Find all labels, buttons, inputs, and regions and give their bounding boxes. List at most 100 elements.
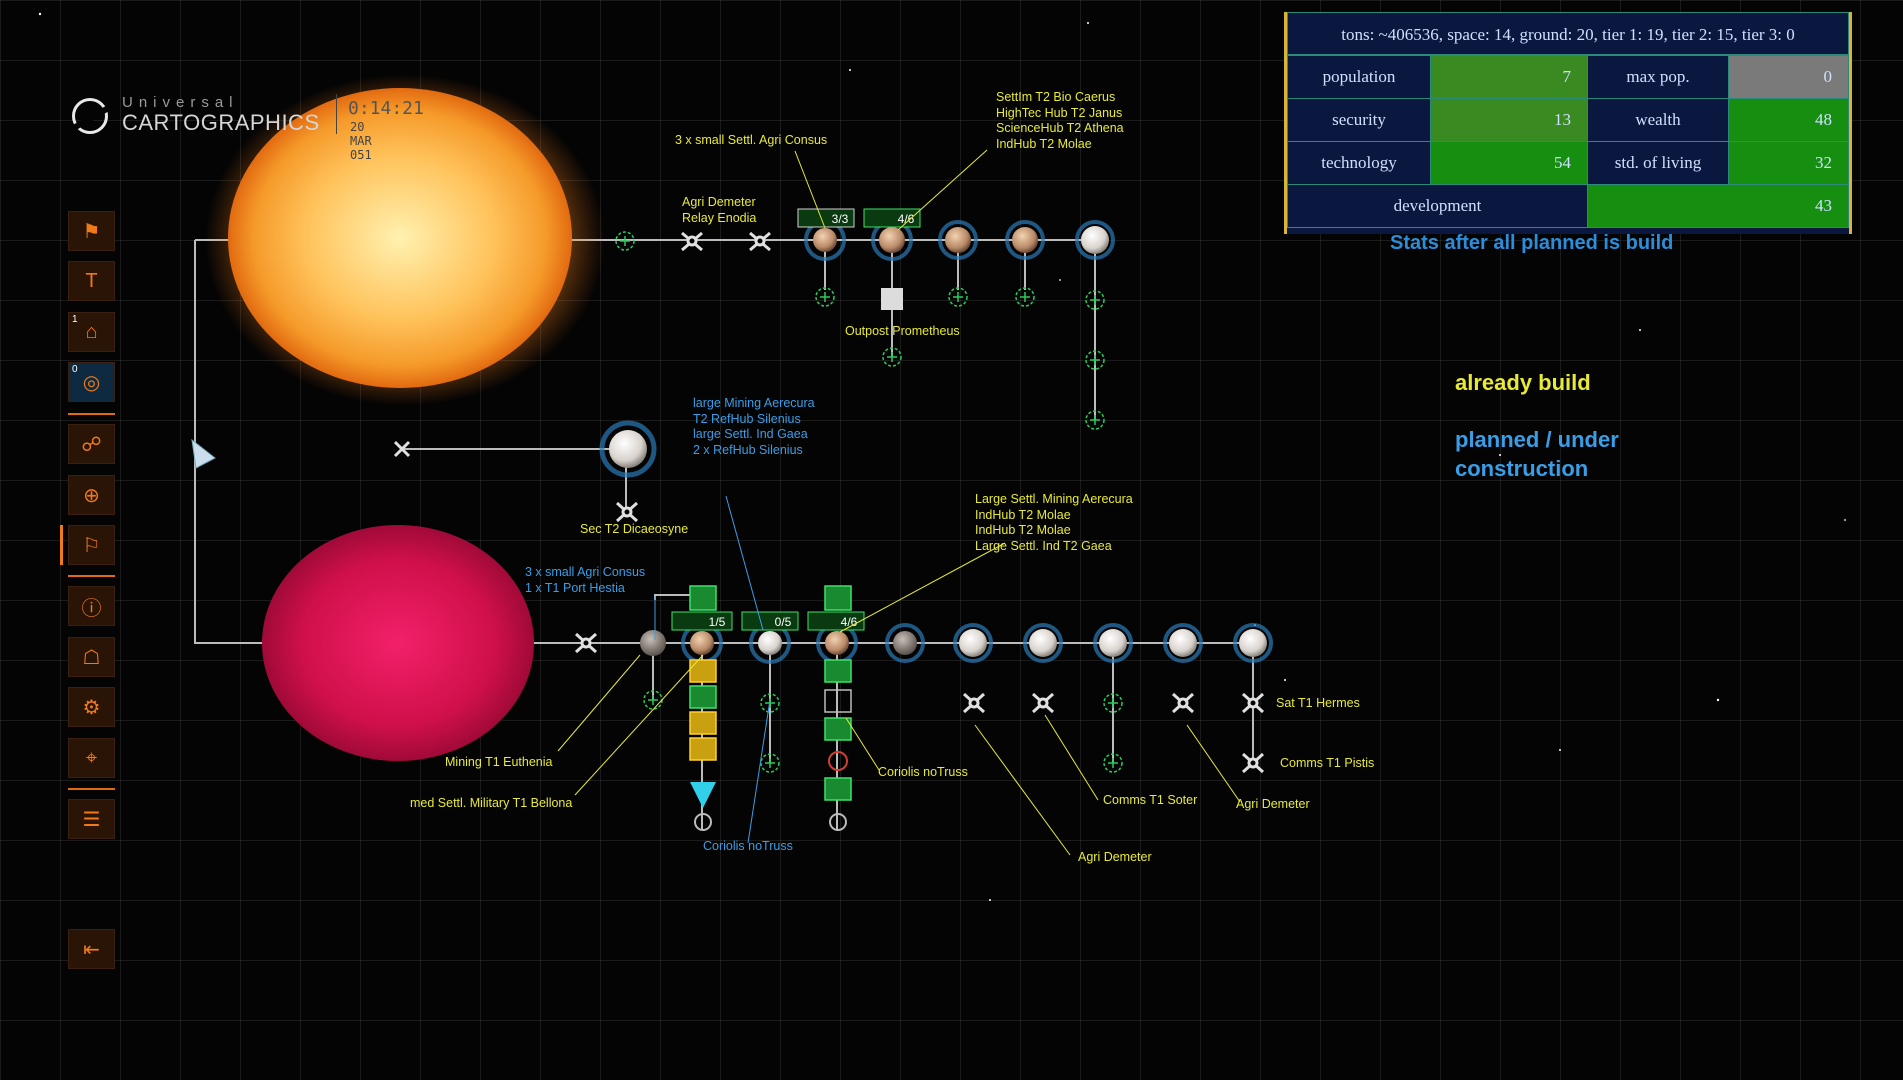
sidebar-government-button[interactable]: ☖: [68, 637, 115, 677]
sidebar-exit-button[interactable]: ⇤: [68, 929, 115, 969]
add-slot-icon[interactable]: [1103, 753, 1123, 773]
sidebar-info-button[interactable]: ⓘ: [68, 586, 115, 626]
planet[interactable]: [825, 631, 849, 655]
relay-station-icon[interactable]: [1171, 692, 1195, 714]
slot-badge-5[interactable]: [807, 611, 865, 631]
slot-badge-4[interactable]: [741, 611, 799, 631]
coriolis-station-icon[interactable]: [829, 813, 847, 831]
planet[interactable]: [893, 631, 917, 655]
stat-value: 32: [1728, 141, 1849, 185]
slot-badge-text: 4/6: [841, 615, 858, 629]
list-icon: ☰: [82, 808, 101, 831]
outpost-station-icon[interactable]: [881, 288, 903, 310]
add-slot-icon[interactable]: [1085, 410, 1105, 430]
planet[interactable]: [690, 631, 714, 655]
sidebar-settings-button[interactable]: ⚙: [68, 687, 115, 727]
module-empty-icon[interactable]: [824, 689, 852, 713]
add-slot-icon[interactable]: [882, 347, 902, 367]
logo-line-1: Universal: [122, 94, 239, 111]
planet[interactable]: [1099, 629, 1127, 657]
coriolis-station-icon[interactable]: [694, 813, 712, 831]
planet[interactable]: [813, 228, 837, 252]
red-star[interactable]: [262, 525, 534, 761]
relay-station-icon[interactable]: [574, 632, 598, 654]
planet[interactable]: [879, 227, 905, 253]
label-line: SettIm T2 Bio Caerus: [996, 90, 1116, 104]
table-row: development 43: [1287, 184, 1849, 228]
top-row-bodies: [804, 219, 1115, 261]
planet[interactable]: [758, 631, 782, 655]
stat-label: development: [1287, 184, 1588, 228]
planet[interactable]: [1239, 629, 1267, 657]
slot-badge-1[interactable]: [797, 208, 855, 228]
sidebar-surface-button[interactable]: 1⌂: [68, 312, 115, 352]
label-line: IndHub T2 Molae: [975, 523, 1071, 537]
label-sat-hermes: Sat T1 Hermes: [1276, 696, 1360, 710]
add-slot-icon[interactable]: [615, 231, 635, 251]
planet[interactable]: [1012, 227, 1038, 253]
module-agri-icon[interactable]: [689, 659, 717, 683]
add-slot-icon[interactable]: [1103, 693, 1123, 713]
crescent-moon: [921, 510, 965, 563]
module-habitat-icon[interactable]: [824, 659, 852, 683]
planet[interactable]: [1029, 629, 1057, 657]
sidebar-globe-button[interactable]: 0◎: [68, 362, 115, 402]
add-slot-icon[interactable]: [760, 753, 780, 773]
planet[interactable]: [640, 630, 666, 656]
sidebar-planet-grid-button[interactable]: ⊕: [68, 475, 115, 515]
universal-cartographics-logo: Universal CARTOGRAPHICS 0:14:21 20 MAR 0…: [68, 94, 424, 162]
stats-table: population 7 max pop. 0 security 13 weal…: [1287, 55, 1849, 228]
label-coriolis-planned: Coriolis noTruss: [703, 839, 793, 853]
add-slot-icon[interactable]: [1085, 290, 1105, 310]
module-habitat-icon[interactable]: [689, 685, 717, 709]
relay-station-icon[interactable]: [962, 692, 986, 714]
navigation-cursor-icon[interactable]: [191, 438, 216, 469]
stat-value: 0: [1728, 55, 1849, 99]
module-port-icon[interactable]: [690, 782, 716, 808]
add-slot-icon[interactable]: [948, 287, 968, 307]
sidebar-active-indicator: [60, 525, 63, 565]
settings-gear-icon: ⚙: [82, 696, 101, 719]
sidebar-list-button[interactable]: ☰: [68, 799, 115, 839]
relay-station-icon[interactable]: [1031, 692, 1055, 714]
planet[interactable]: [945, 227, 971, 253]
legend-already-built: already build: [1455, 370, 1591, 395]
module-agri-icon[interactable]: [689, 711, 717, 735]
yellow-star[interactable]: [228, 88, 572, 388]
label-line: large Settl. Ind Gaea: [693, 427, 808, 441]
sidebar-construction-button[interactable]: T: [68, 261, 115, 301]
relay-station-icon[interactable]: [1241, 692, 1265, 714]
relay-station-icon[interactable]: [749, 231, 771, 252]
relay-station-icon[interactable]: [681, 231, 703, 252]
add-slot-icon[interactable]: [1015, 287, 1035, 307]
module-damaged-icon[interactable]: [828, 751, 848, 771]
sidebar-bookmarks-button[interactable]: ⚑: [68, 211, 115, 251]
label-large-settlement: Large Settl. Mining Aerecura IndHub T2 M…: [975, 492, 1133, 554]
sidebar-location-button[interactable]: ⌖: [68, 738, 115, 778]
relay-station-icon[interactable]: [1241, 752, 1265, 774]
stat-label: technology: [1287, 141, 1431, 185]
stat-label: wealth: [1587, 98, 1729, 142]
planet[interactable]: [959, 629, 987, 657]
add-slot-icon[interactable]: [815, 287, 835, 307]
label-coriolis-built: Coriolis noTruss: [878, 765, 968, 779]
sidebar-divider: [68, 575, 115, 577]
label-planned-agri: 3 x small Agri Consus 1 x T1 Port Hestia: [525, 565, 645, 596]
module-agri-icon[interactable]: [689, 737, 717, 761]
relay-station-icon[interactable]: [615, 501, 639, 523]
module-habitat-icon[interactable]: [824, 777, 852, 801]
stat-label: population: [1287, 55, 1431, 99]
label-hub-stations: SettIm T2 Bio Caerus HighTec Hub T2 Janu…: [996, 90, 1124, 152]
module-habitat-icon[interactable]: [824, 717, 852, 741]
sidebar-route-button[interactable]: ☍: [68, 424, 115, 464]
add-slot-icon[interactable]: [1085, 350, 1105, 370]
module-habitat-icon[interactable]: [824, 585, 852, 611]
sidebar-flag-button[interactable]: ⚐: [68, 525, 115, 565]
planet[interactable]: [1169, 629, 1197, 657]
planet[interactable]: [609, 430, 647, 468]
planet[interactable]: [1081, 226, 1109, 254]
slot-badge-3[interactable]: [671, 611, 733, 631]
module-habitat-icon[interactable]: [689, 585, 717, 611]
legend-line: construction: [1455, 456, 1589, 481]
